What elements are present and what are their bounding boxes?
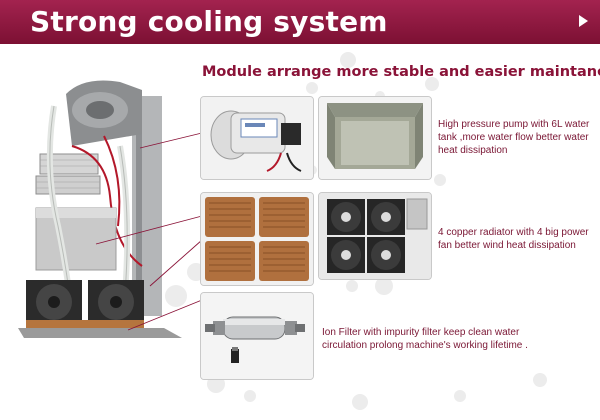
page-title: Strong cooling system (30, 5, 388, 38)
water-pump-photo (200, 96, 314, 180)
cooling-fans-photo (318, 192, 432, 280)
banner-arrow-icon (579, 15, 588, 27)
pump-caption: High pressure pump with 6L water tank ,m… (438, 119, 590, 156)
filter-caption: Ion Filter with impurity filter keep cle… (322, 327, 528, 351)
radiator-caption: 4 copper radiator with 4 big power fan b… (438, 227, 589, 251)
title-banner: Strong cooling system (0, 0, 600, 44)
copper-radiator-photo (200, 192, 314, 286)
ion-filter-photo (200, 292, 314, 380)
section-subtitle: Module arrange more stable and easier ma… (202, 64, 600, 80)
machine-cooling-assembly-photo (18, 80, 182, 338)
water-tank-photo (318, 96, 432, 180)
